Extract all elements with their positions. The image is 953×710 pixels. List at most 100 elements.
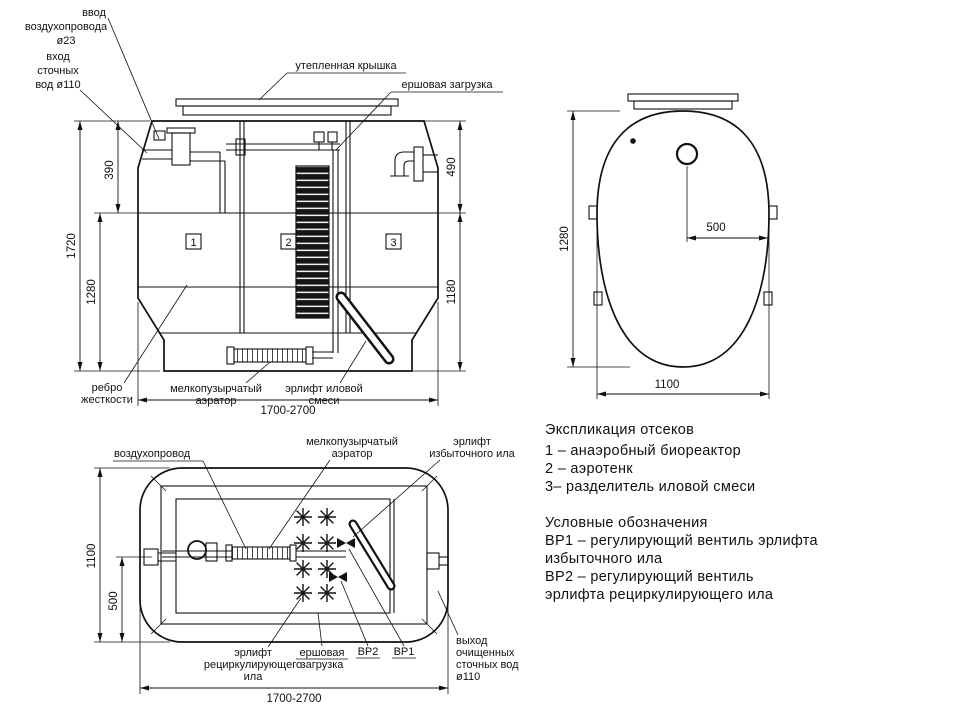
side-lugs [588, 205, 778, 306]
leader-line [348, 548, 405, 647]
air-manifold [226, 131, 340, 156]
dim-length-front: 1700-2700 [261, 405, 316, 417]
leader-line [202, 460, 247, 550]
label-aerator-plan: мелкопузырчатый аэратор [268, 436, 398, 550]
partitions [239, 121, 351, 333]
dim-1280-front: 1280 [86, 279, 98, 305]
label-stiffening-rib: ребро жесткости [81, 284, 188, 406]
top-view: 1280 500 1100 [559, 93, 778, 399]
label-insulated-lid-text: утепленная крышка [295, 60, 397, 72]
dim-1280-top: 1280 [559, 226, 571, 252]
shell-outline [596, 110, 770, 368]
legend-symbol-bp2-line1: ВР2 – регулирующий вентиль [545, 569, 754, 585]
hatch-opening [675, 142, 699, 166]
label-sludge-airlift: эрлифт иловой смеси [285, 340, 367, 407]
label-outlet: выход очищенных сточных вод ø110 [437, 590, 519, 683]
label-outlet-line3: сточных вод [456, 659, 519, 671]
front-labels: ввод воздухопровода ø23 вход сточных вод… [25, 7, 503, 407]
corner-chamfers [150, 475, 438, 635]
dim-1180: 1180 [446, 280, 458, 305]
leader-line [339, 340, 367, 384]
label-outlet-line1: выход [456, 635, 488, 647]
front-view: 1 2 3 390 1280 1720 490 1180 1700-2700 [25, 7, 503, 417]
dim-1100-top: 1100 [655, 379, 680, 391]
label-outlet-line4: ø110 [456, 671, 480, 683]
leader-line [123, 284, 188, 384]
dim-500-top: 500 [706, 222, 725, 234]
air-inlet-fitting [153, 130, 166, 141]
air-downpipe [312, 150, 339, 359]
label-sewage-inlet-line2: сточных [37, 65, 79, 77]
legend-symbol-bp1-line1: ВР1 – регулирующий вентиль эрлифта [545, 533, 819, 549]
vent-point [630, 138, 636, 144]
leader-line [335, 91, 392, 151]
legend-section-2: 2 – аэротенк [545, 461, 633, 477]
airlift-pipe-plan [348, 519, 396, 591]
brush-media-plan [293, 507, 337, 603]
weld-seams [138, 212, 438, 334]
label-air-duct-text: воздухопровод [114, 448, 191, 460]
dim-1720: 1720 [66, 233, 78, 259]
shell-outline-plan [139, 467, 449, 643]
label-brush-media-plan-line2: загрузка [301, 659, 345, 671]
main-chamber [175, 498, 391, 614]
label-recirc-airlift-line3: ила [244, 671, 264, 683]
label-air-inlet-line1: ввод [82, 7, 106, 19]
label-recirc-airlift: эрлифт рециркулирующего ила [204, 597, 302, 683]
label-sludge-airlift-line2: смеси [309, 395, 340, 407]
label-aerator-front-line2: аэратор [196, 395, 237, 407]
label-recirc-airlift-line2: рециркулирующего [204, 659, 302, 671]
legend-section-3: 3– разделитель иловой смеси [545, 479, 755, 495]
label-excess-airlift-line2: избыточного ила [429, 448, 515, 460]
label-sewage-inlet: вход сточных вод ø110 [35, 51, 148, 154]
front-dimension-lines: 390 1280 1720 490 1180 1700-2700 [66, 120, 466, 417]
dim-1100-plan: 1100 [86, 544, 98, 569]
label-aerator-front: мелкопузырчатый аэратор [170, 361, 271, 407]
legend-symbols-title: Условные обозначения [545, 515, 708, 531]
leader-line [267, 597, 302, 648]
aerator-plan [225, 544, 297, 562]
label-air-inlet: ввод воздухопровода ø23 [25, 7, 160, 140]
aerator-assembly [226, 346, 314, 365]
compartment-1-number: 1 [190, 237, 196, 249]
label-air-inlet-line3: ø23 [57, 35, 76, 47]
label-sewage-inlet-line1: вход [46, 51, 70, 63]
leader-line [245, 361, 271, 384]
valve-bp2-symbol [329, 572, 347, 582]
inlet-plan [143, 540, 218, 566]
label-aerator-plan-line2: аэратор [332, 448, 373, 460]
label-valve-bp1: ВР1 [348, 548, 416, 659]
label-valve-bp1-text: ВР1 [394, 646, 415, 658]
label-brush-media-plan-line1: ершовая [300, 647, 345, 659]
sewage-inlet-assembly [142, 127, 226, 213]
label-air-duct: воздухопровод [113, 448, 247, 550]
label-recirc-airlift-line1: эрлифт [234, 647, 272, 659]
compartment-markers: 1 2 3 [185, 233, 402, 250]
leader-line [352, 459, 441, 538]
label-brush-media-plan: ершовая загрузка [296, 612, 348, 671]
leader-line [340, 580, 369, 647]
label-stiffening-rib-line1: ребро [92, 382, 123, 394]
leader-line [107, 17, 160, 140]
label-insulated-lid: утепленная крышка [258, 60, 406, 101]
legend-symbol-bp2-line2: эрлифта рециркулирующего ила [545, 587, 774, 603]
dim-390: 390 [104, 160, 116, 179]
legend-sections-title: Экспликация отсеков [545, 422, 694, 438]
label-excess-airlift: эрлифт избыточного ила [352, 436, 516, 538]
plan-dimension-lines: 1100 500 1700-2700 [86, 467, 449, 705]
legend-symbol-bp1-line2: избыточного ила [545, 551, 663, 567]
label-stiffening-rib-line2: жесткости [81, 394, 133, 406]
top-dimension-lines: 1280 500 1100 [559, 110, 770, 399]
legend-section-1: 1 – анаэробный биореактор [545, 443, 741, 459]
plan-view: 1100 500 1700-2700 воздухопровод мелкопу… [86, 436, 519, 705]
brush-media-column [295, 165, 330, 319]
label-aerator-front-line1: мелкопузырчатый [170, 383, 262, 395]
leader-line [268, 459, 331, 550]
air-duct-plan [162, 550, 346, 558]
insulated-lid [175, 98, 399, 116]
outlet-elbow [390, 146, 438, 182]
label-brush-media-front-text: ершовая загрузка [402, 79, 494, 91]
dim-490: 490 [446, 157, 458, 176]
label-sewage-inlet-line3: вод ø110 [35, 79, 80, 91]
